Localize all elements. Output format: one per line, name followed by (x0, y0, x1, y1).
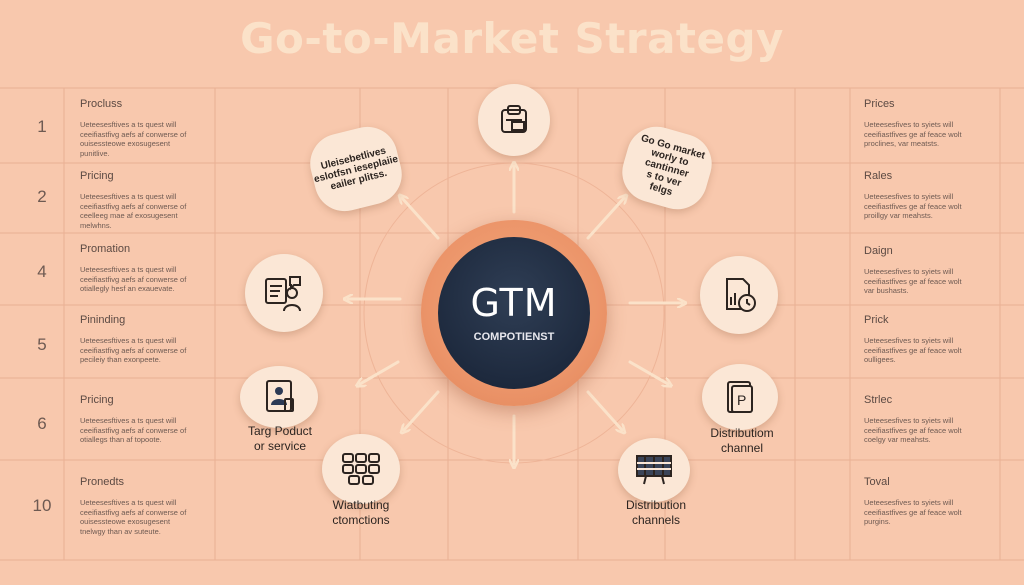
hub-title: GTM (470, 281, 558, 325)
row-number: 6 (37, 414, 47, 433)
hub-subtitle: COMPOTIENST (473, 331, 555, 343)
page-title: Go-to-Market Strategy (240, 14, 784, 63)
left-row: Promation Ueteesesftives a ts quest will… (80, 243, 210, 294)
row-number: 2 (37, 187, 47, 206)
arrow (586, 390, 622, 430)
arrow (404, 390, 440, 430)
row-title: Toval (864, 476, 890, 488)
boxes-icon (322, 434, 400, 504)
row-title: Prick (864, 314, 889, 326)
row-title: Prices (864, 98, 895, 110)
row-title: Pininding (80, 314, 126, 326)
arrow (628, 360, 668, 384)
grid-panel-icon (618, 438, 690, 502)
arrow (360, 360, 400, 384)
document-p-icon: P (702, 364, 778, 430)
row-title: Pricing (80, 170, 114, 182)
row-number: 10 (32, 496, 52, 515)
arrow (586, 198, 624, 240)
row-number: 5 (37, 335, 47, 354)
row-title: Pricing (80, 394, 114, 406)
user-id-icon (240, 366, 318, 428)
clock-document-icon (700, 256, 778, 334)
svg-text:P: P (737, 392, 746, 408)
arrow (402, 198, 440, 240)
row-title: Promation (80, 243, 131, 255)
row-number: 1 (37, 117, 47, 136)
row-title: Pronedts (80, 476, 125, 488)
clipboard-icon (478, 84, 550, 156)
row-title: Strlec (864, 394, 893, 406)
presenter-icon (245, 254, 323, 332)
row-title: Rales (864, 170, 893, 182)
row-title: Procluss (80, 98, 123, 110)
row-title: Daign (864, 245, 893, 257)
row-number: 4 (37, 262, 47, 281)
left-row: Pininding Ueteesesftives a ts quest will… (80, 314, 210, 365)
hub-core: GTM COMPOTIENST (438, 237, 590, 389)
